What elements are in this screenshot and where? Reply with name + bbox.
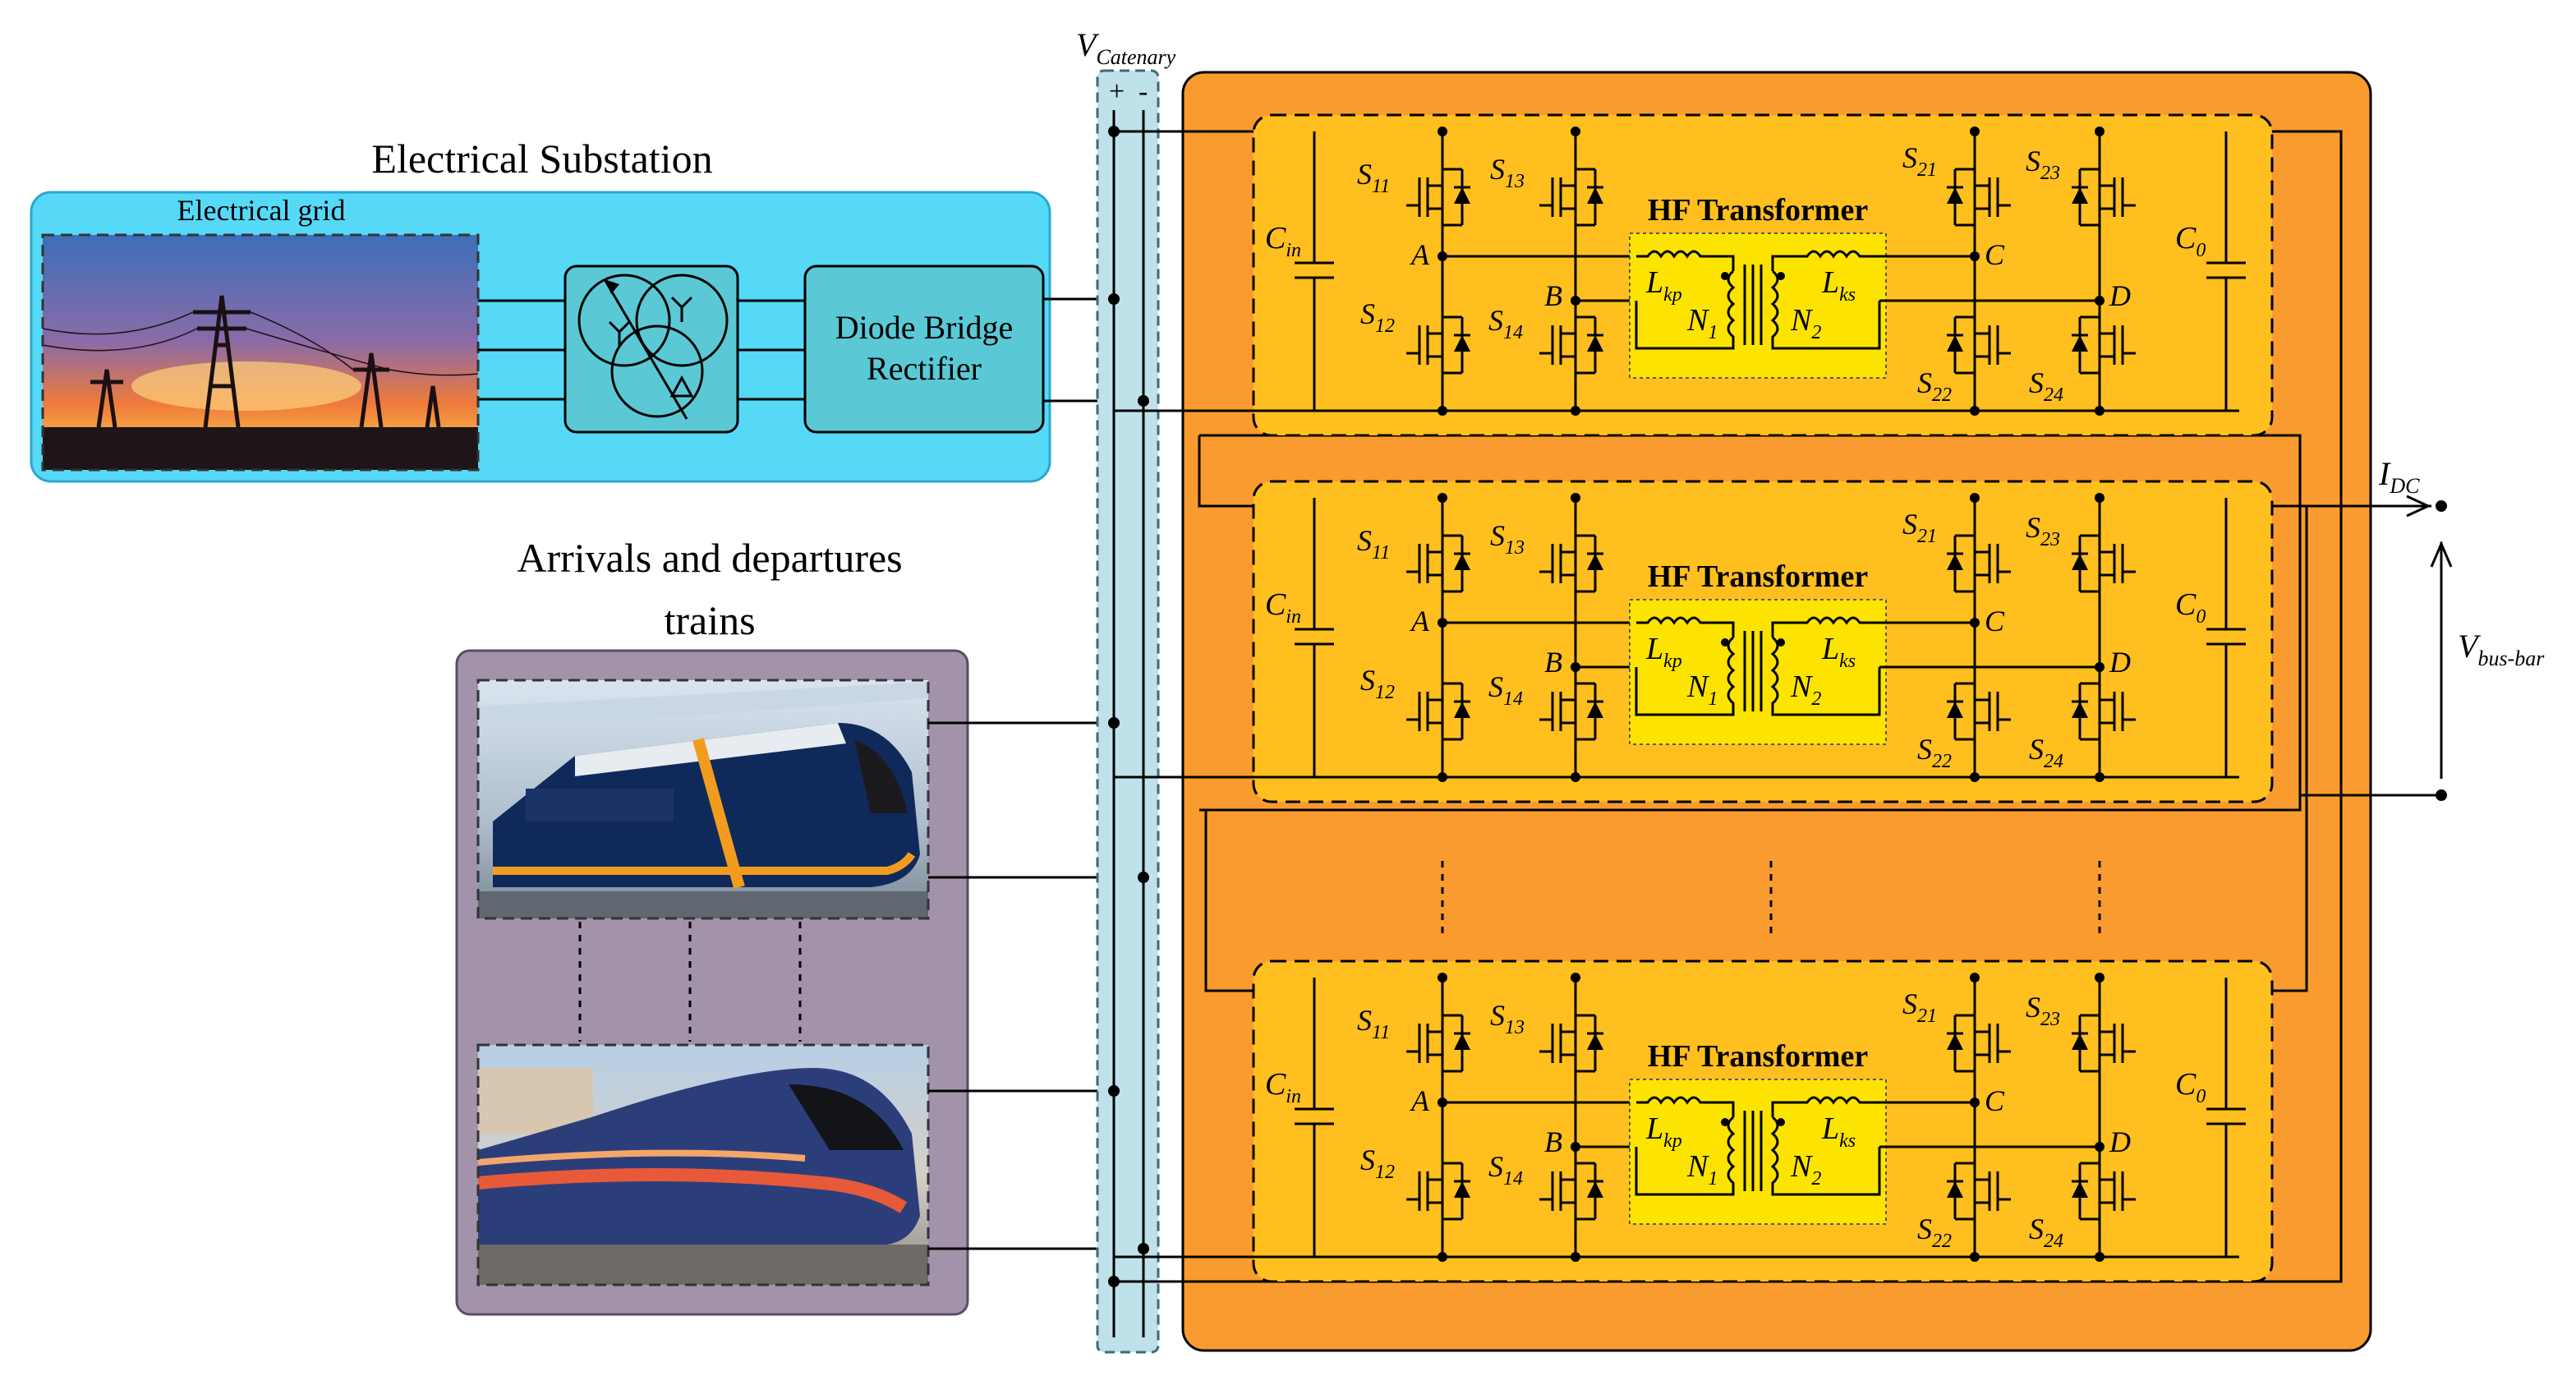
co-label: C0 (2175, 221, 2206, 261)
idc-label: IDC (2378, 455, 2420, 498)
node-a-label: A (1410, 1084, 1430, 1117)
lks-label: Lks (1821, 1111, 1856, 1152)
lks-label: Lks (1821, 265, 1856, 306)
switch-s21-label: S21 (1902, 508, 1937, 547)
node-a-label: A (1410, 238, 1430, 271)
node-a-label: A (1410, 605, 1430, 637)
switch-s22-label: S22 (1917, 366, 1952, 406)
catenary-minus: - (1138, 76, 1148, 107)
switch-s24-label: S24 (2029, 1213, 2063, 1252)
co-label: C0 (2175, 587, 2206, 628)
switch-s14-label: S14 (1488, 670, 1523, 710)
vbusbar-label: Vbus-bar (2458, 628, 2545, 670)
hf-transformer-label: HF Transformer (1648, 559, 1869, 594)
switch-s24-label: S24 (2029, 733, 2063, 772)
diode-bridge-rectifier (803, 265, 1045, 434)
electrical-substation: Electrical Substation Electrical grid (30, 136, 1051, 483)
n2-label: N2 (1790, 1149, 1821, 1190)
dab-module-3: Cin (1114, 960, 2274, 1283)
dab-module-1: Cin (1114, 113, 2274, 437)
switch-s11-label: S11 (1357, 1004, 1390, 1043)
cin-label: Cin (1265, 221, 1301, 261)
lks-label: Lks (1821, 632, 1856, 672)
catenary-label: VCatenary (1076, 26, 1176, 69)
trains-title-line1: Arrivals and departures (517, 535, 902, 581)
lkp-label: Lkp (1645, 265, 1682, 306)
node-d-label: D (2109, 646, 2131, 679)
node-c-label: C (1985, 238, 2005, 271)
dc-output: IDC Vbus-bar (2300, 455, 2545, 801)
node-c-label: C (1985, 1084, 2005, 1117)
node-c-label: C (1985, 605, 2005, 637)
switch-s22-label: S22 (1917, 1213, 1952, 1252)
cin-label: Cin (1265, 587, 1301, 628)
co-label: C0 (2175, 1067, 2206, 1107)
arrivals-departures-trains: Arrivals and departures trains (455, 535, 969, 1316)
hf-transformer-label: HF Transformer (1648, 193, 1869, 228)
node-d-label: D (2109, 1125, 2131, 1158)
three-phase-transformer (564, 265, 739, 434)
switch-s13-label: S13 (1490, 153, 1525, 192)
switch-s13-label: S13 (1490, 999, 1525, 1038)
node-d-label: D (2109, 279, 2131, 312)
switch-s23-label: S23 (2026, 511, 2060, 550)
lkp-label: Lkp (1645, 632, 1682, 672)
hf-transformer: HF Transformer Lkp N1 Lks N2 (1629, 1039, 1887, 1225)
switch-s14-label: S14 (1488, 1150, 1523, 1190)
n2-label: N2 (1790, 303, 1821, 343)
hf-transformer-label: HF Transformer (1648, 1039, 1869, 1074)
n1-label: N1 (1686, 1149, 1718, 1190)
switch-s23-label: S23 (2026, 145, 2060, 184)
n2-label: N2 (1790, 670, 1821, 710)
switch-s12-label: S12 (1360, 297, 1395, 337)
switch-s11-label: S11 (1357, 158, 1390, 197)
node-b-label: B (1544, 646, 1562, 679)
node-b-label: B (1544, 1125, 1562, 1158)
electrical-grid-photo (41, 233, 480, 472)
lkp-label: Lkp (1645, 1111, 1682, 1152)
n1-label: N1 (1686, 670, 1718, 710)
catenary-bar (1096, 69, 1160, 1354)
electrical-grid-label: Electrical grid (177, 194, 346, 227)
switch-s21-label: S21 (1902, 141, 1937, 181)
dab-module-2: Cin (1114, 480, 2274, 803)
switch-s23-label: S23 (2026, 991, 2060, 1030)
substation-title: Electrical Substation (371, 136, 712, 182)
switch-s14-label: S14 (1488, 304, 1523, 343)
hf-transformer: HF Transformer Lkp N1 Lks N2 (1629, 559, 1887, 745)
switch-s13-label: S13 (1490, 519, 1525, 559)
switch-s22-label: S22 (1917, 733, 1952, 772)
switch-s21-label: S21 (1902, 987, 1937, 1027)
rectifier-label-line2: Rectifier (867, 350, 982, 387)
node-b-label: B (1544, 279, 1562, 312)
catenary-bus: VCatenary + - (1076, 26, 1176, 1354)
switch-s24-label: S24 (2029, 366, 2063, 406)
train-photo-bottom (476, 1043, 930, 1286)
switch-s12-label: S12 (1360, 664, 1395, 703)
n1-label: N1 (1686, 303, 1718, 343)
rectifier-label-line1: Diode Bridge (835, 309, 1014, 346)
hf-transformer: HF Transformer Lkp N1 Lks N2 (1629, 193, 1887, 379)
switch-s12-label: S12 (1360, 1144, 1395, 1183)
switch-s11-label: S11 (1357, 524, 1390, 564)
cin-label: Cin (1265, 1067, 1301, 1107)
trains-title-line2: trains (664, 597, 755, 643)
catenary-plus: + (1109, 76, 1125, 107)
train-photo-top (476, 679, 930, 920)
